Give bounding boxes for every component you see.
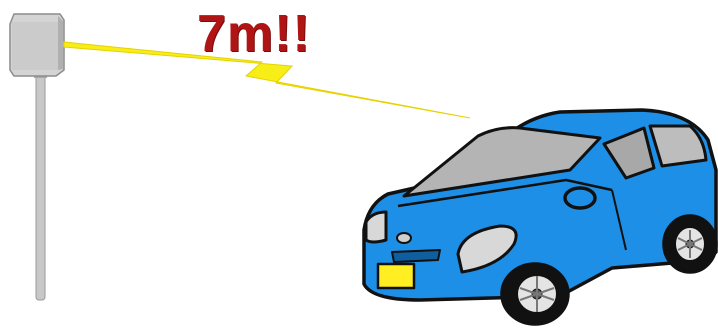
car-front-wheel [502,264,568,324]
blue-car-icon [364,110,716,324]
distance-headline: 7m!! [197,4,311,64]
car-grille [392,250,440,262]
car-license-plate [378,264,414,288]
car-headlight-left [366,212,386,242]
rfid-reader-icon [10,14,64,300]
reader-pole [36,70,45,300]
reader-box-edge [58,16,63,70]
car-mirror [565,188,595,208]
reader-box-face [12,22,58,70]
car-emblem [397,233,411,243]
car-rear-wheel [664,216,716,272]
